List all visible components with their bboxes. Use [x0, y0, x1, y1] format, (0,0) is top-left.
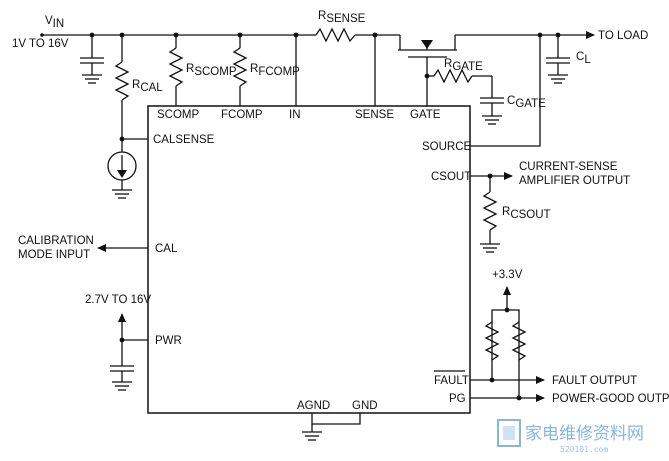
resistor-rsense — [315, 27, 356, 43]
pass-mosfet — [398, 35, 457, 106]
watermark: 家电维修资料网 520101.com — [497, 419, 644, 454]
calsense-current-source — [107, 136, 148, 199]
label-pwr-range: 2.7V TO 16V — [85, 294, 151, 306]
pullup-network — [484, 286, 527, 398]
input-capacitor — [80, 35, 104, 84]
pin-label-sense: SENSE — [355, 109, 394, 121]
pin-label-source: SOURCE — [422, 141, 472, 153]
label-rscomp: RSCOMP — [186, 63, 237, 78]
pin-label-gnd: GND — [352, 400, 378, 412]
pin-label-pwr: PWR — [155, 335, 182, 347]
label-csa-line1: CURRENT-SENSE — [519, 161, 618, 173]
watermark-url: 520101.com — [560, 445, 608, 454]
ic-body — [147, 105, 471, 414]
output-rail — [455, 31, 595, 39]
ground-network — [302, 413, 361, 441]
watermark-text: 家电维修资料网 — [525, 424, 644, 444]
pin-label-fault: FAULT — [434, 375, 469, 387]
gate-rc-network — [427, 68, 504, 125]
pin-label-calsense: CALSENSE — [153, 134, 215, 146]
pin-label-in: IN — [289, 109, 301, 121]
resistor-rscomp — [168, 35, 184, 106]
label-rsense: RSENSE — [318, 10, 366, 25]
label-cl: CL — [576, 51, 591, 66]
label-fault-output: FAULT OUTPUT — [552, 375, 637, 387]
label-pg-output: POWER-GOOD OUTPUT — [552, 393, 669, 405]
label-vin-range: 1V TO 16V — [12, 38, 69, 50]
label-csa-line2: AMPLIFIER OUTPUT — [519, 175, 630, 187]
label-vin: VIN — [45, 15, 64, 30]
label-rfcomp: RFCOMP — [250, 63, 300, 78]
pin-label-fcomp: FCOMP — [221, 109, 263, 121]
pin-label-agnd: AGND — [297, 400, 330, 412]
pwr-network — [110, 313, 148, 391]
csout-network — [470, 172, 513, 253]
pin-label-pg: PG — [449, 393, 466, 405]
label-rcal: RCAL — [132, 79, 163, 94]
label-to-load: TO LOAD — [598, 30, 648, 42]
pin-label-cal: CAL — [155, 243, 178, 255]
label-cgate: CGATE — [507, 95, 546, 110]
label-cal-line2: MODE INPUT — [18, 249, 90, 261]
pin-label-scomp: SCOMP — [157, 109, 200, 121]
watermark-logo — [497, 419, 521, 447]
label-cal-line1: CALIBRATION — [18, 235, 94, 247]
capacitor-cl — [546, 35, 570, 84]
pin-label-gate: GATE — [410, 109, 441, 121]
pin-label-csout: CSOUT — [431, 171, 471, 183]
resistor-rcal — [114, 35, 130, 152]
resistor-rfcomp — [232, 35, 248, 106]
label-rgate: RGATE — [444, 58, 483, 73]
label-supply-33: +3.3V — [492, 269, 523, 281]
source-wire — [470, 35, 541, 147]
label-rcsout: RCSOUT — [502, 206, 551, 221]
